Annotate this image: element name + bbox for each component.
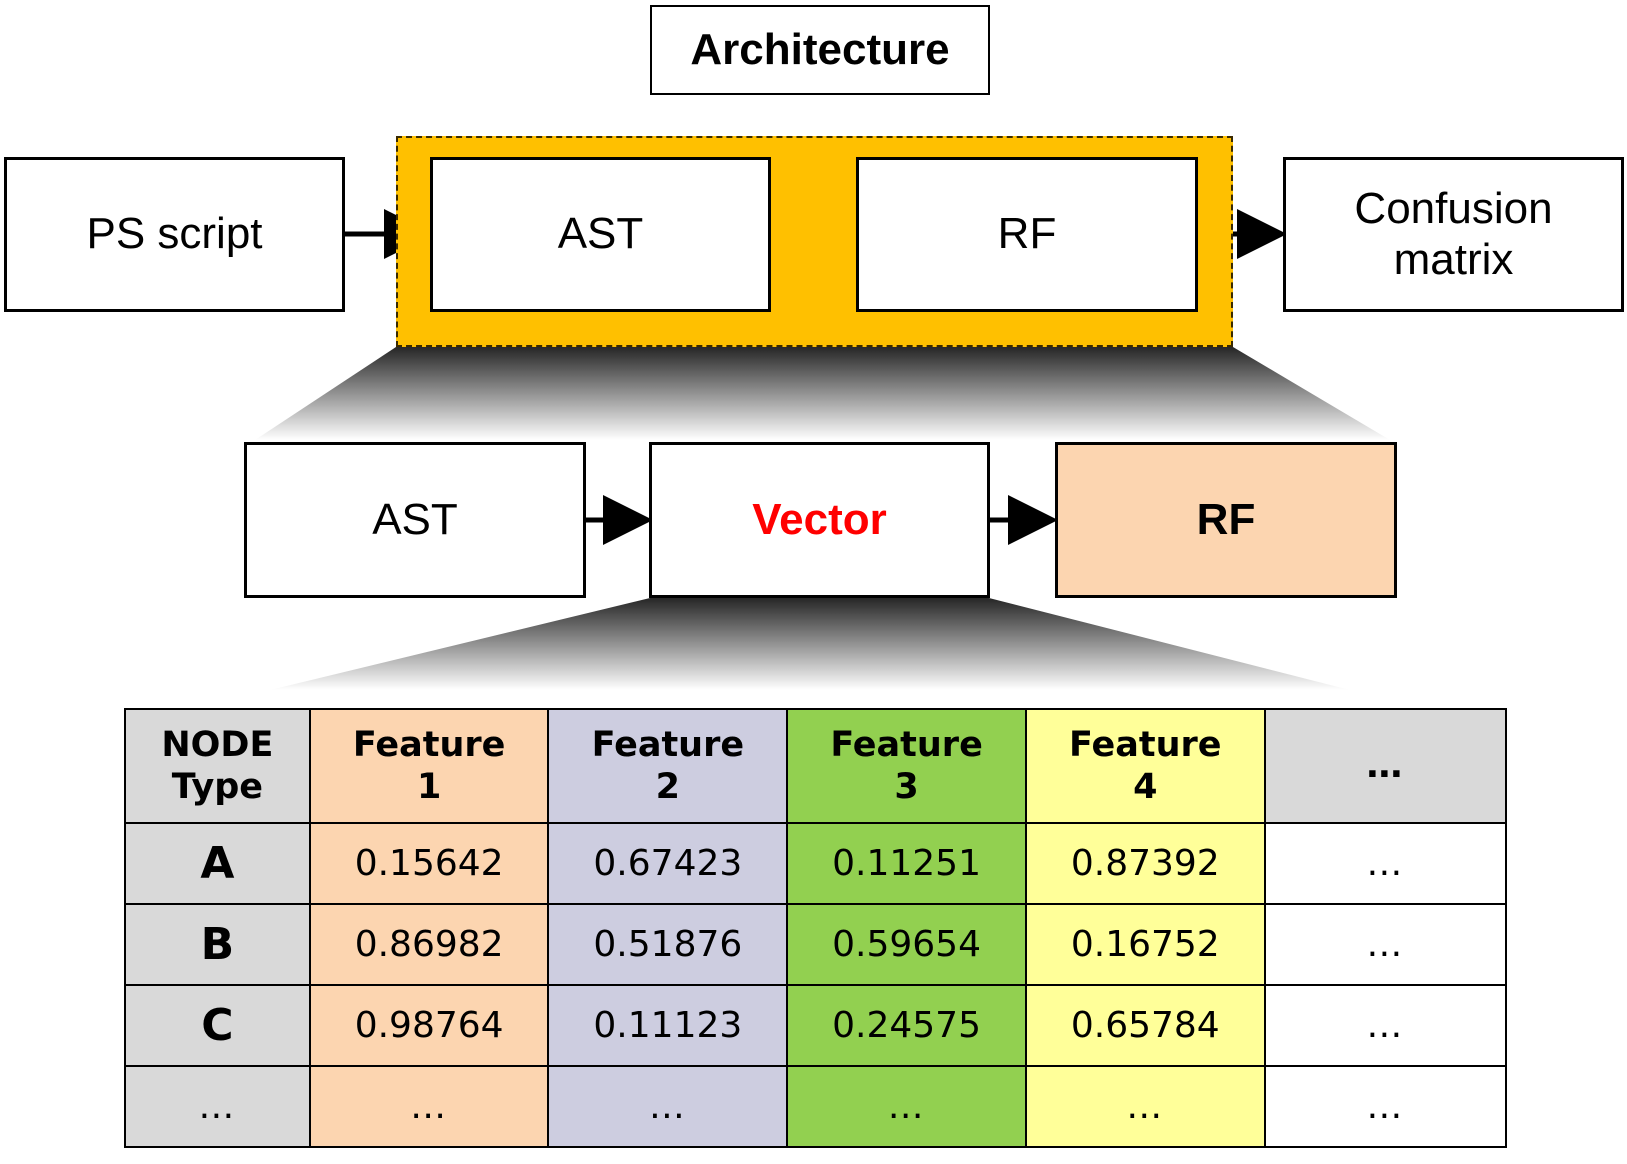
vector-node: Vector (649, 442, 990, 598)
confusion-matrix-node: Confusion matrix (1283, 157, 1624, 312)
ellipsis-cell: … (786, 1065, 1027, 1148)
table-row: … … … … … … (124, 1065, 1508, 1148)
zoom-shade-top (255, 347, 1390, 440)
detail-rf-node: RF (1055, 442, 1397, 598)
confusion-matrix-line1: Confusion (1354, 183, 1553, 233)
table-row: B 0.86982 0.51876 0.59654 0.16752 … (124, 903, 1508, 986)
value-cell: 0.59654 (786, 903, 1027, 986)
node-type-cell: B (124, 903, 311, 986)
rf-label: RF (997, 209, 1057, 259)
detail-ast-node: AST (244, 442, 586, 598)
ellipsis-cell: … (1263, 1065, 1508, 1148)
value-cell: 0.98764 (308, 984, 550, 1067)
value-cell: 0.87392 (1024, 822, 1266, 905)
value-cell: 0.24575 (786, 984, 1027, 1067)
ps-script-label: PS script (86, 209, 263, 259)
ellipsis-cell: … (1263, 984, 1508, 1067)
value-cell: 0.65784 (1024, 984, 1266, 1067)
value-cell: 0.11123 (547, 984, 789, 1067)
value-cell: 0.11251 (786, 822, 1027, 905)
ellipsis-cell: … (124, 1065, 311, 1148)
value-cell: 0.67423 (547, 822, 789, 905)
node-type-cell: A (124, 822, 311, 905)
table-row: A 0.15642 0.67423 0.11251 0.87392 … (124, 822, 1508, 905)
vector-label: Vector (752, 494, 887, 544)
ast-node: AST (430, 157, 771, 312)
ps-script-node: PS script (4, 157, 345, 312)
node-type-cell: C (124, 984, 311, 1067)
ellipsis-cell: … (1263, 822, 1508, 905)
table-row: C 0.98764 0.11123 0.24575 0.65784 … (124, 984, 1508, 1067)
value-cell: 0.51876 (547, 903, 789, 986)
value-cell: 0.15642 (308, 822, 550, 905)
confusion-matrix-line2: matrix (1393, 234, 1514, 284)
detail-ast-label: AST (372, 494, 458, 544)
rf-node: RF (856, 157, 1198, 312)
ast-label: AST (557, 209, 644, 259)
ellipsis-cell: … (1263, 903, 1508, 986)
ellipsis-cell: … (547, 1065, 789, 1148)
ellipsis-cell: … (308, 1065, 550, 1148)
zoom-shade-bottom (270, 598, 1350, 690)
value-cell: 0.16752 (1024, 903, 1266, 986)
ellipsis-cell: … (1024, 1065, 1266, 1148)
value-cell: 0.86982 (308, 903, 550, 986)
header-more: … (1263, 708, 1508, 824)
detail-rf-label: RF (1196, 494, 1256, 544)
diagram-title: Architecture (650, 5, 990, 95)
